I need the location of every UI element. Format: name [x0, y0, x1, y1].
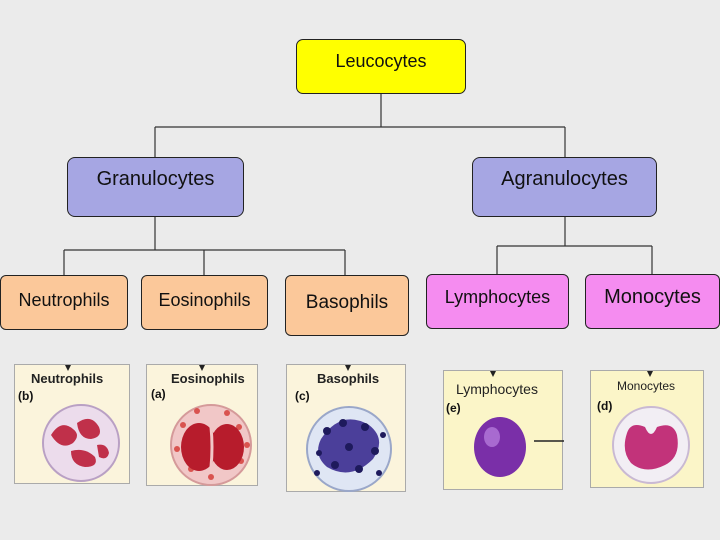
lymphocytes-label: Lymphocytes — [444, 287, 551, 307]
agranulocytes-label: Agranulocytes — [501, 168, 628, 190]
lymphocyte-image-title: Lymphocytes — [456, 381, 538, 397]
lymphocyte-cell-drawing — [474, 371, 564, 477]
granulocytes-node: Granulocytes — [67, 157, 244, 217]
neutrophil-image-title: Neutrophils — [31, 371, 104, 386]
basophil-image-title: Basophils — [317, 371, 380, 386]
lymphocyte-image: Lymphocytes (e) — [443, 370, 564, 490]
monocyte-image: Monocytes (d) — [590, 370, 704, 488]
lymphocytes-node: Lymphocytes — [426, 274, 569, 329]
basophils-node: Basophils — [285, 275, 409, 336]
basophil-image: Basophils (c) — [286, 364, 406, 492]
neutrophil-image-tag: (b) — [18, 389, 34, 403]
neutrophils-node: Neutrophils — [0, 275, 128, 330]
monocyte-image-title: Monocytes — [617, 379, 676, 393]
eosinophil-image-title: Eosinophils — [171, 371, 245, 386]
monocytes-label: Monocytes — [604, 286, 701, 308]
basophil-cell-drawing — [306, 365, 392, 492]
eosinophil-image-tag: (a) — [151, 387, 166, 401]
basophil-image-tag: (c) — [295, 389, 310, 403]
eosinophil-cell-drawing — [170, 365, 252, 486]
neutrophil-image: Neutrophils (b) — [14, 364, 130, 484]
monocyte-image-tag: (d) — [597, 399, 613, 413]
eosinophils-node: Eosinophils — [141, 275, 268, 330]
leucocytes-label: Leucocytes — [335, 51, 427, 71]
eosinophil-image: Eosinophils (a) — [146, 364, 258, 486]
agranulocytes-node: Agranulocytes — [472, 157, 657, 217]
leucocytes-node: Leucocytes — [296, 39, 466, 94]
neutrophil-cell-drawing — [42, 365, 120, 482]
monocyte-cell-drawing — [612, 371, 690, 484]
basophils-label: Basophils — [305, 292, 389, 313]
eosinophils-label: Eosinophils — [158, 290, 251, 310]
monocytes-node: Monocytes — [585, 274, 720, 329]
granulocytes-label: Granulocytes — [96, 168, 215, 190]
lymphocyte-image-tag: (e) — [446, 401, 461, 415]
neutrophils-label: Neutrophils — [18, 290, 110, 310]
